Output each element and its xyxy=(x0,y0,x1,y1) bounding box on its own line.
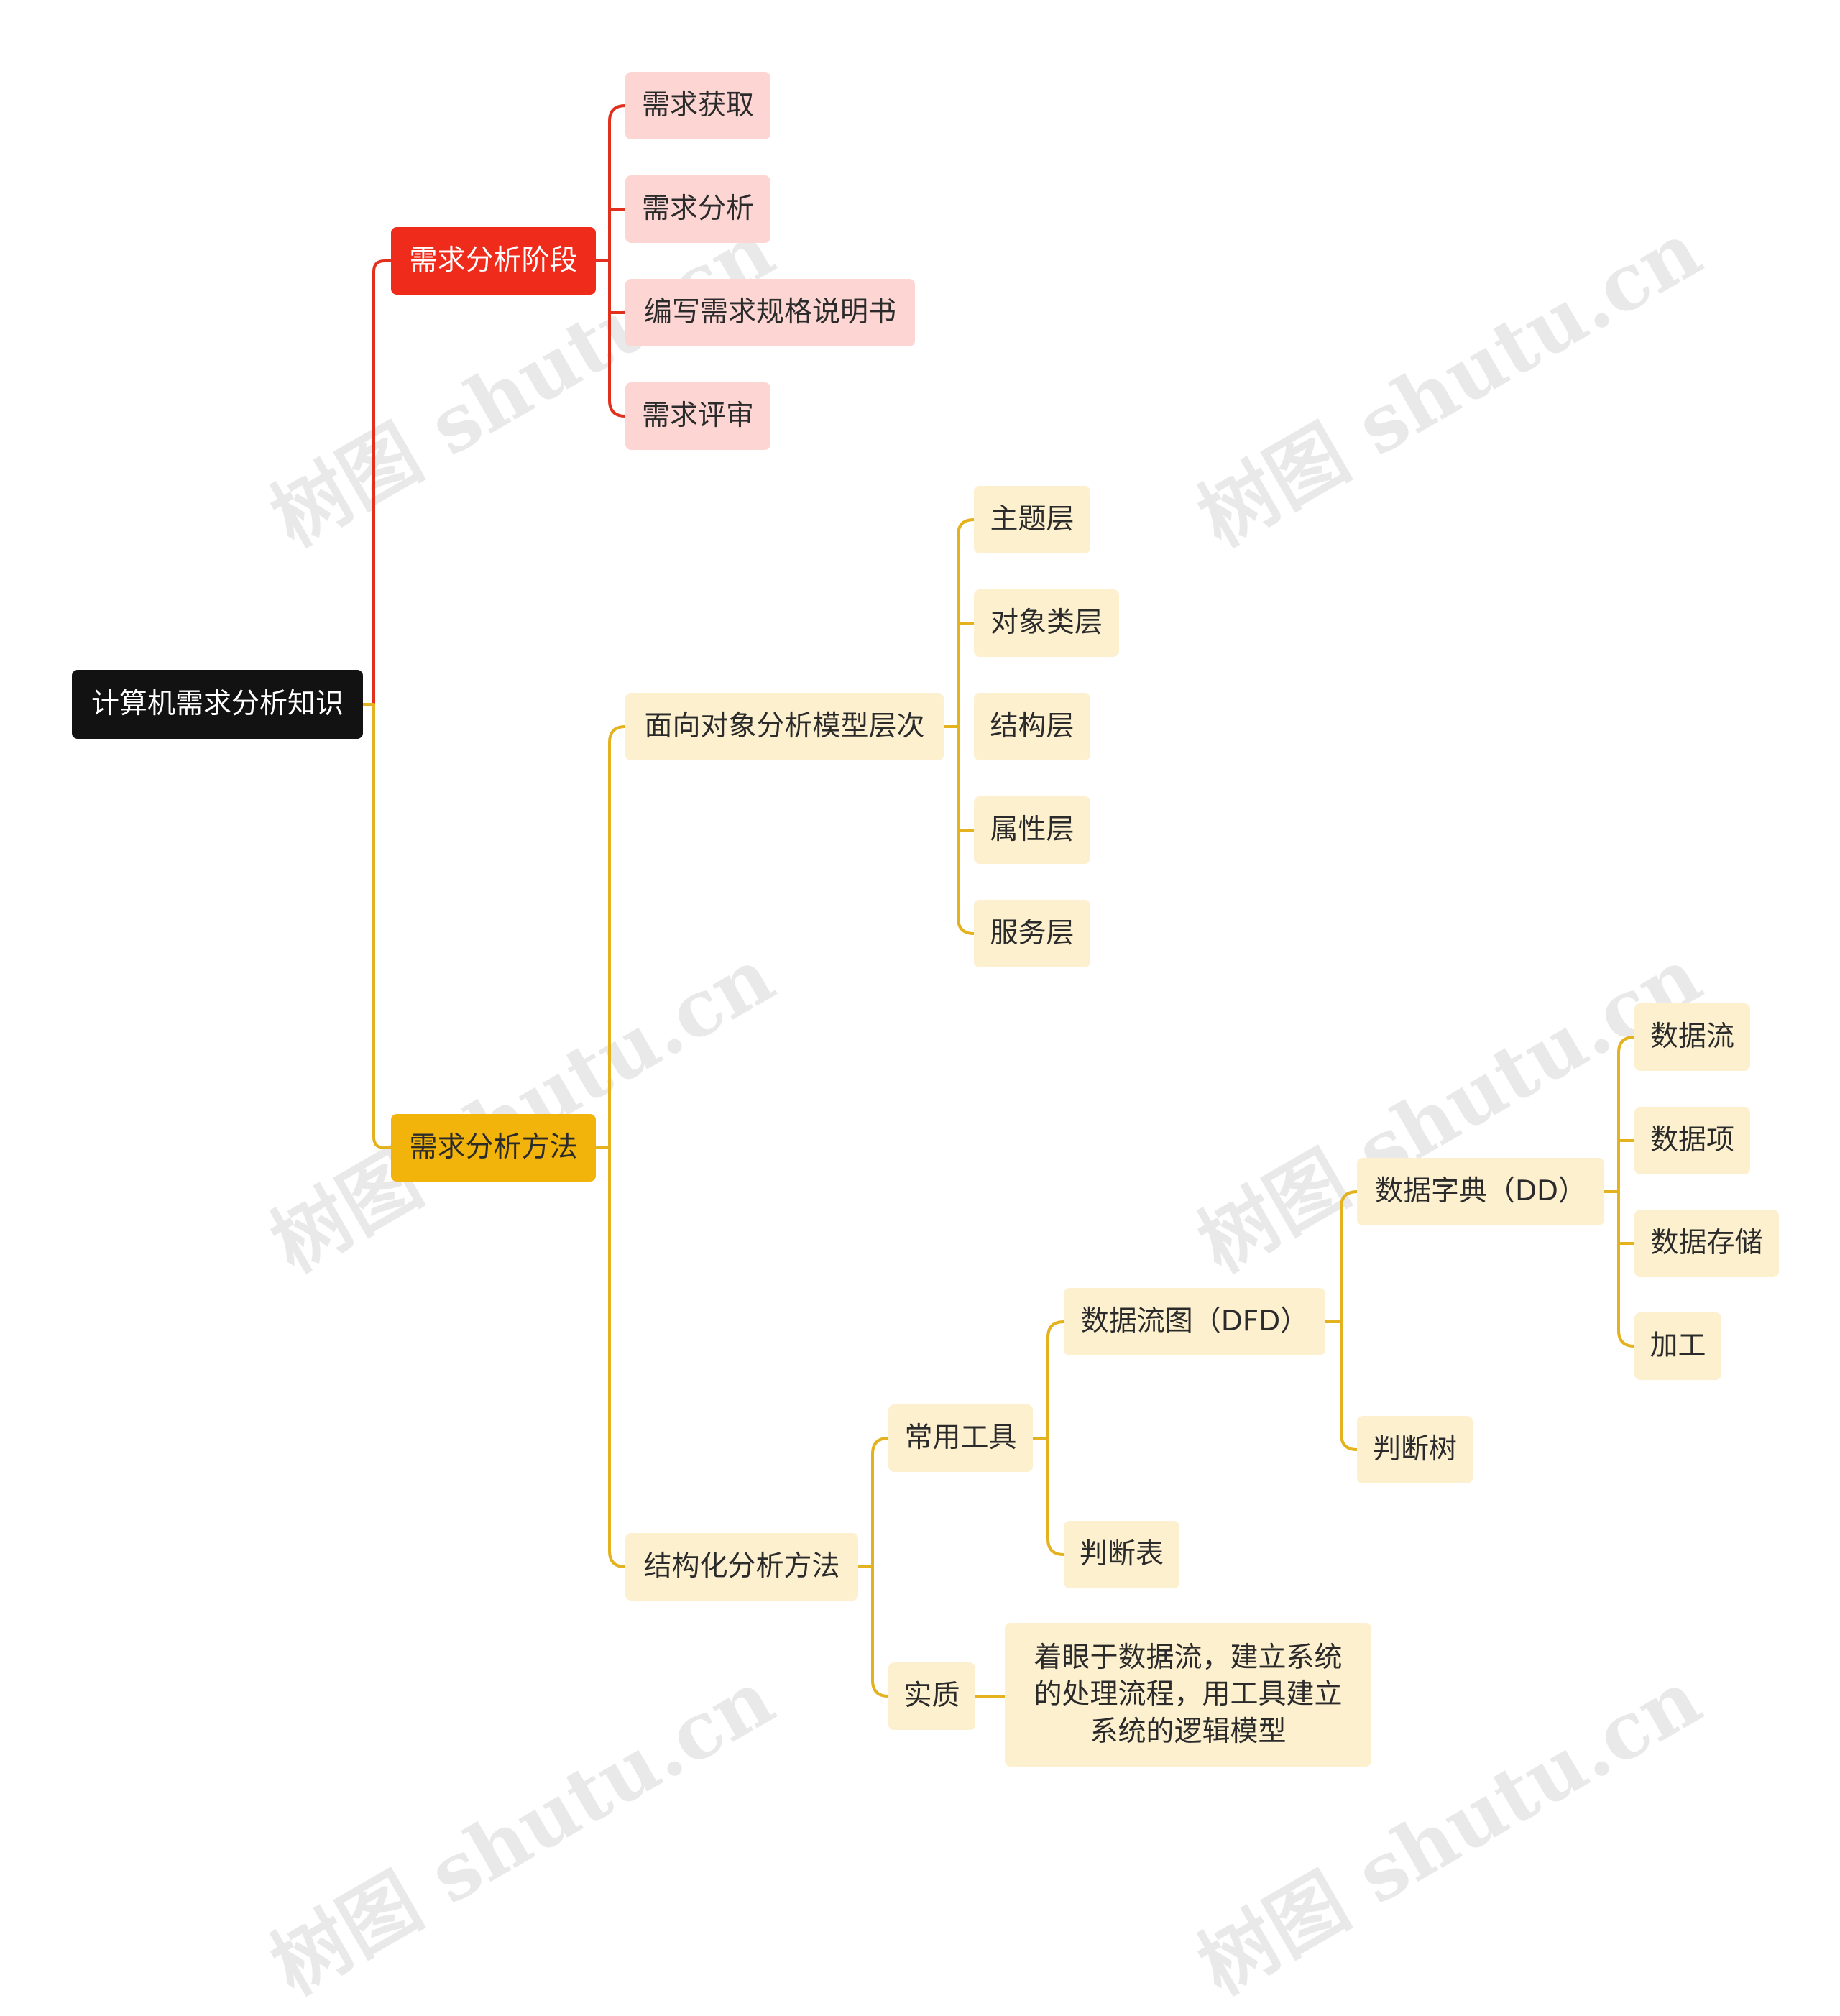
connector-root-stage xyxy=(362,259,392,706)
mind-map-connectors xyxy=(362,104,1636,1698)
connector-root-method xyxy=(362,703,392,1149)
branch-stage[interactable]: 需求分析阶段 xyxy=(391,227,596,295)
dd-item[interactable]: 数据流 xyxy=(1634,1003,1750,1071)
essence-node[interactable]: 实质 xyxy=(888,1662,975,1730)
root-node[interactable]: 计算机需求分析知识 xyxy=(72,670,363,739)
oo-layer-item[interactable]: 服务层 xyxy=(974,900,1090,967)
stage-item[interactable]: 编写需求规格说明书 xyxy=(625,279,915,346)
connector-structured-children xyxy=(857,1437,890,1698)
connector-oo-items xyxy=(942,518,975,935)
dd-item[interactable]: 数据项 xyxy=(1634,1107,1750,1174)
decision-tree-node[interactable]: 判断树 xyxy=(1357,1416,1473,1483)
essence-text[interactable]: 着眼于数据流，建立系统的处理流程，用工具建立系统的逻辑模型 xyxy=(1005,1623,1371,1767)
connector-stage-items xyxy=(594,104,627,418)
structured-analysis-node[interactable]: 结构化分析方法 xyxy=(625,1533,858,1601)
oo-layer-item[interactable]: 对象类层 xyxy=(974,589,1119,657)
stage-item[interactable]: 需求获取 xyxy=(625,72,770,139)
oo-layer-item[interactable]: 结构层 xyxy=(974,693,1090,760)
oo-analysis-node[interactable]: 面向对象分析模型层次 xyxy=(625,693,944,760)
branch-method[interactable]: 需求分析方法 xyxy=(391,1114,596,1182)
connector-dfd-children xyxy=(1324,1190,1358,1451)
connector-dd-items xyxy=(1603,1036,1636,1348)
tools-node[interactable]: 常用工具 xyxy=(888,1404,1033,1472)
connector-method-branches xyxy=(594,725,627,1568)
stage-item[interactable]: 需求分析 xyxy=(625,175,770,243)
stage-item[interactable]: 需求评审 xyxy=(625,382,770,450)
oo-layer-item[interactable]: 属性层 xyxy=(974,796,1090,864)
decision-table-node[interactable]: 判断表 xyxy=(1064,1521,1179,1588)
oo-layer-item[interactable]: 主题层 xyxy=(974,486,1090,553)
dfd-node[interactable]: 数据流图（DFD） xyxy=(1064,1288,1325,1355)
dd-item[interactable]: 加工 xyxy=(1634,1312,1721,1380)
dd-node[interactable]: 数据字典（DD） xyxy=(1357,1158,1604,1225)
connector-tools-children xyxy=(1031,1320,1065,1556)
dd-item[interactable]: 数据存储 xyxy=(1634,1210,1779,1277)
